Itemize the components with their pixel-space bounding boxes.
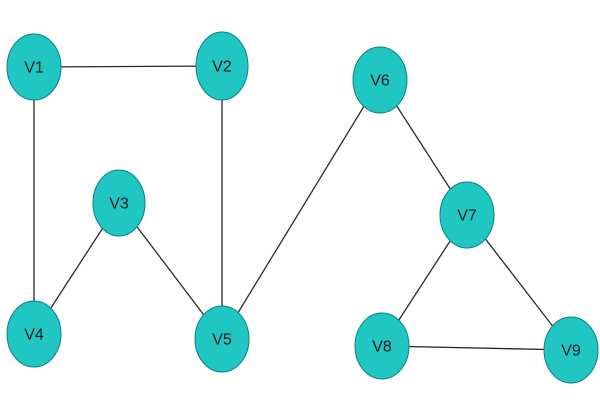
node-v2: V2	[195, 31, 249, 101]
node-v6: V6	[352, 46, 408, 114]
node-label: V4	[24, 327, 44, 344]
node-label: V9	[561, 343, 581, 360]
node-v3: V3	[92, 169, 146, 237]
node-label: V6	[370, 73, 390, 90]
node-v1: V1	[6, 33, 62, 101]
node-v8: V8	[354, 312, 410, 380]
node-v7: V7	[439, 181, 495, 249]
node-circle	[195, 31, 249, 101]
node-circle	[6, 300, 62, 368]
node-circle	[354, 312, 410, 380]
node-label: V5	[212, 332, 232, 349]
node-v4: V4	[6, 300, 62, 368]
edge-v1-v2	[33, 65, 223, 68]
node-circle	[194, 305, 250, 373]
node-circle	[6, 33, 62, 101]
node-label: V7	[457, 208, 477, 225]
edge-v5-v6	[221, 79, 381, 340]
node-label: V2	[212, 59, 232, 76]
node-circle	[352, 46, 408, 114]
node-label: V1	[24, 60, 44, 77]
node-circle	[439, 181, 495, 249]
edge-v8-v9	[381, 345, 572, 351]
node-circle	[92, 169, 146, 237]
node-circle	[543, 316, 599, 384]
node-label: V8	[372, 339, 392, 356]
node-v5: V5	[194, 305, 250, 373]
node-v9: V9	[543, 316, 599, 384]
node-label: V3	[109, 196, 129, 213]
